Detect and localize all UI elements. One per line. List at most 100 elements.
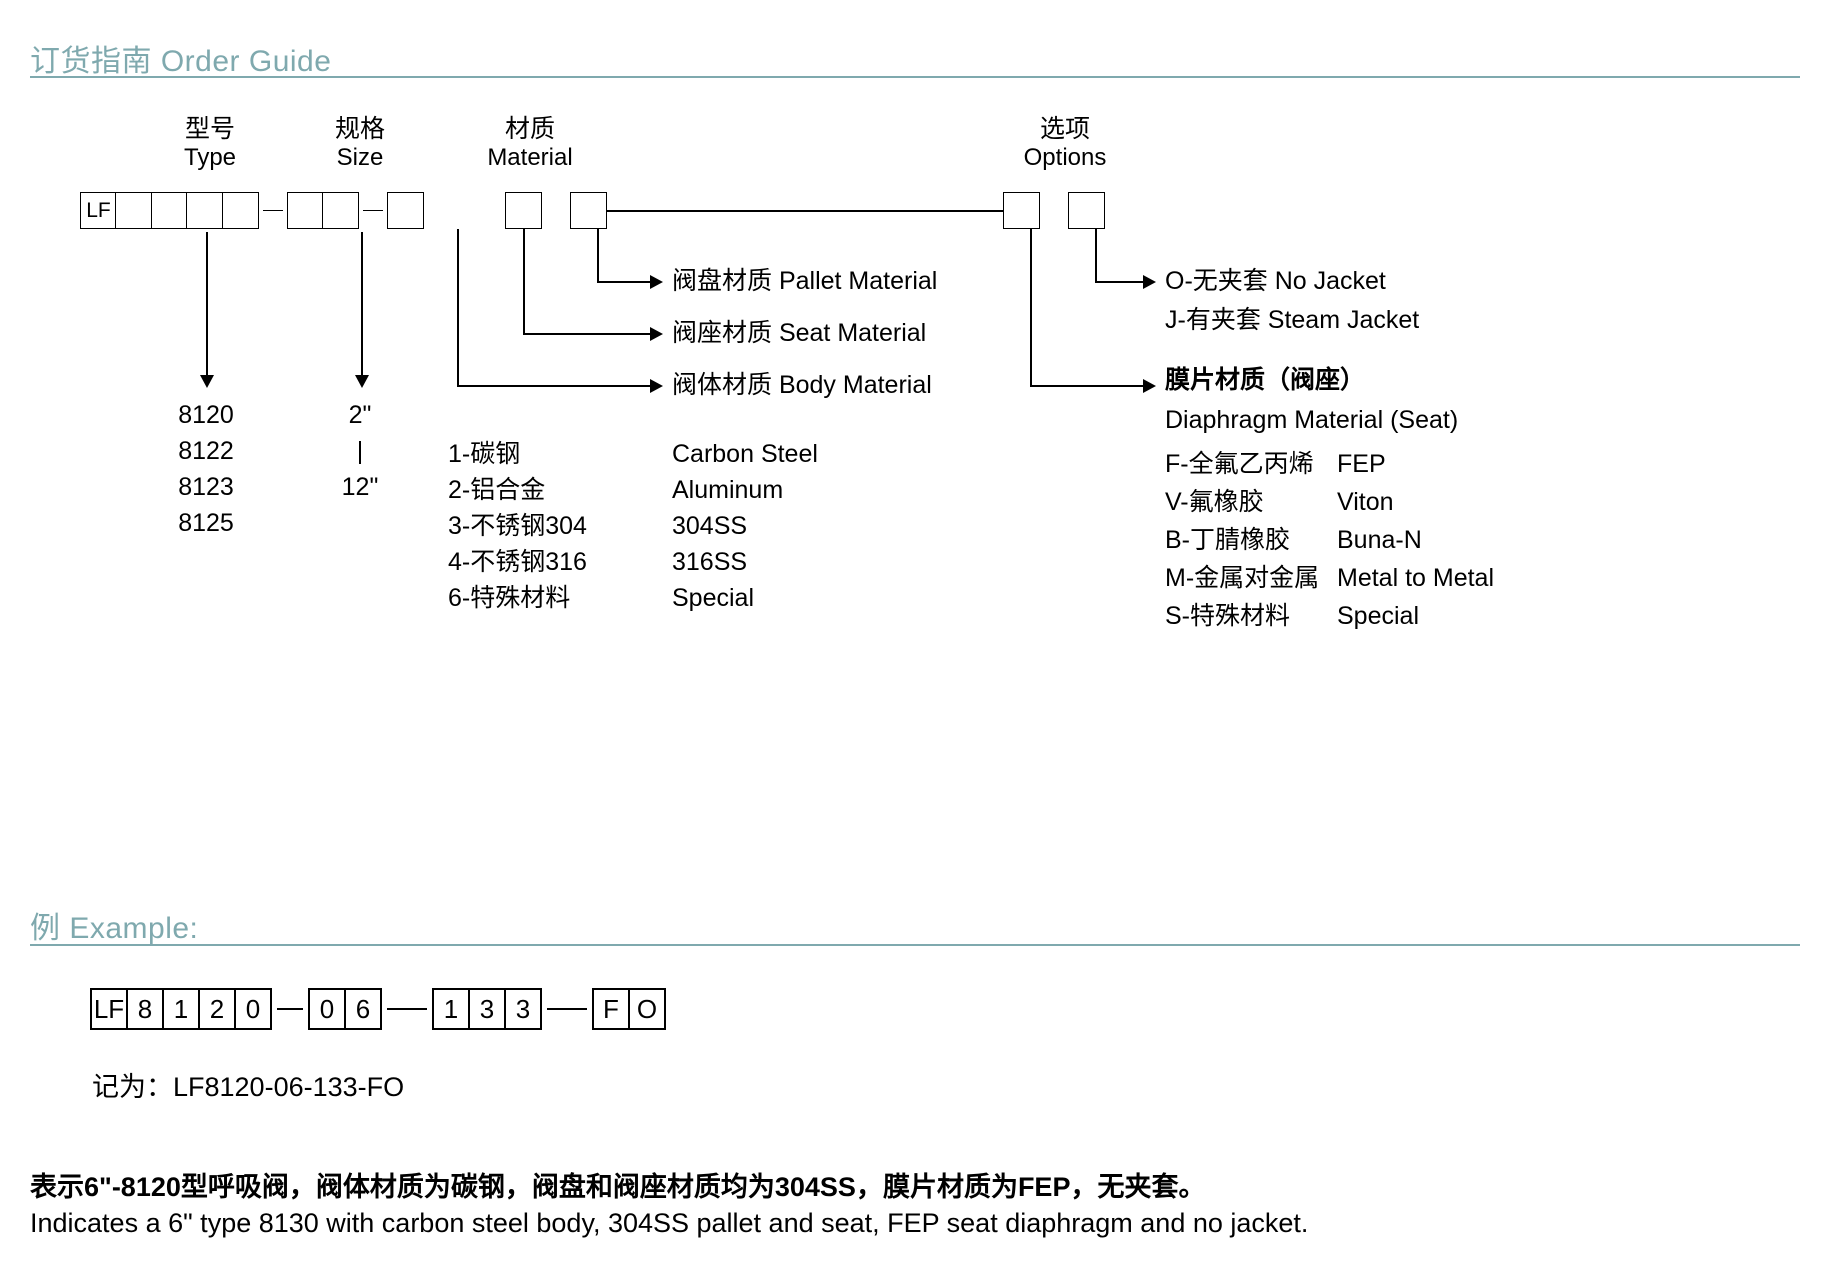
body-leader-vline [457, 229, 459, 387]
diaphragm-code-3: M-金属对金属 [1165, 564, 1320, 592]
example-cell-g4-0[interactable]: F [592, 988, 630, 1030]
material-en-4: Special [672, 584, 754, 612]
diaphragm-leader-arrow [1143, 379, 1156, 393]
diaphragm-material-box[interactable] [1003, 192, 1040, 229]
header-size-en: Size [336, 143, 384, 171]
size-box-group [286, 192, 360, 229]
seat-material-box[interactable] [505, 192, 542, 229]
example-cell-g3-0[interactable]: 1 [432, 988, 470, 1030]
material-code-0: 1-碳钢 [448, 440, 521, 468]
diaphragm-code-1: V-氟橡胶 [1165, 488, 1264, 516]
footer-description-cn: 表示6"-8120型呼吸阀，阀体材质为碳钢，阀盘和阀座材质均为304SS，膜片材… [30, 1172, 1206, 1202]
option-no-jacket: O-无夹套 No Jacket [1165, 267, 1386, 295]
example-cell-g4-1[interactable]: O [628, 988, 666, 1030]
type-cell-3[interactable] [186, 192, 224, 229]
example-group-3: 1 3 3 [432, 988, 542, 1030]
example-cell-g1-4[interactable]: 0 [234, 988, 272, 1030]
pallet-leader-hline [597, 281, 652, 283]
code-box-row: LF [80, 192, 425, 229]
material-code-2: 3-不锈钢304 [448, 512, 587, 540]
example-dash-3 [547, 1008, 587, 1010]
material-en-1: Aluminum [672, 476, 784, 504]
header-type: 型号 Type [140, 115, 280, 171]
material-en-0: Carbon Steel [672, 440, 818, 468]
material-en-3: 316SS [672, 548, 748, 576]
example-note: 记为：LF8120-06-133-FO [92, 1072, 405, 1102]
diaphragm-en-1: Viton [1337, 488, 1394, 516]
jacket-leader-hline [1095, 281, 1145, 283]
type-cell-4[interactable] [221, 192, 259, 229]
type-cell-0[interactable]: LF [80, 192, 117, 229]
body-material-box[interactable] [387, 192, 425, 229]
example-cell-g2-0[interactable]: 0 [308, 988, 346, 1030]
jacket-leader-arrow [1143, 275, 1156, 289]
diaphragm-code-4: S-特殊材料 [1165, 602, 1291, 630]
pallet-leader-arrow [650, 275, 663, 289]
example-cell-g3-1[interactable]: 3 [468, 988, 506, 1030]
jacket-leader-vline [1095, 229, 1097, 283]
example-dash-2 [387, 1008, 427, 1010]
header-size-cn: 规格 [334, 115, 385, 143]
material-code-4: 6-特殊材料 [448, 584, 571, 612]
example-box-row: LF 8 1 2 0 0 6 1 3 3 F O [90, 988, 666, 1030]
example-cell-g3-2[interactable]: 3 [504, 988, 542, 1030]
diaphragm-code-0: F-全氟乙丙烯 [1165, 450, 1314, 478]
jacket-option-box[interactable] [1068, 192, 1105, 229]
footer-description-en: Indicates a 6" type 8130 with carbon ste… [30, 1208, 1309, 1238]
material-en-2: 304SS [672, 512, 748, 540]
diaphragm-code-2: B-丁腈橡胶 [1165, 526, 1291, 554]
diaphragm-leader-hline [1030, 385, 1145, 387]
size-value-top: 2" [348, 401, 372, 429]
header-material: 材质 Material [450, 115, 610, 171]
example-cell-g1-3[interactable]: 2 [198, 988, 236, 1030]
example-group-4: F O [592, 988, 666, 1030]
type-value-0: 8120 [178, 401, 234, 429]
type-value-3: 8125 [178, 509, 234, 537]
header-options-cn: 选项 [1039, 115, 1090, 143]
diaphragm-title-en: Diaphragm Material (Seat) [1165, 406, 1459, 434]
type-down-arrow [200, 375, 214, 388]
example-dash-1 [277, 1008, 303, 1010]
example-cell-g1-0[interactable]: LF [90, 988, 128, 1030]
example-cell-g1-2[interactable]: 1 [162, 988, 200, 1030]
type-down-line [206, 232, 208, 378]
header-material-cn: 材质 [504, 115, 555, 143]
material-code-1: 2-铝合金 [448, 476, 546, 504]
callout-body-material: 阀体材质 Body Material [672, 371, 932, 399]
example-cell-g1-1[interactable]: 8 [126, 988, 164, 1030]
pallet-leader-vline [597, 229, 599, 283]
body-leader-hline [457, 385, 652, 387]
separator-dash-2 [363, 209, 384, 212]
diaphragm-en-2: Buna-N [1337, 526, 1422, 554]
callout-seat-material: 阀座材质 Seat Material [672, 319, 927, 347]
example-title: 例 Example: [30, 912, 199, 945]
header-material-en: Material [487, 143, 573, 171]
diaphragm-leader-vline [1030, 229, 1032, 387]
option-steam-jacket: J-有夹套 Steam Jacket [1165, 306, 1420, 334]
header-options: 选项 Options [985, 115, 1145, 171]
diaphragm-en-4: Special [1337, 602, 1419, 630]
header-options-en: Options [1023, 143, 1107, 171]
size-down-arrow [355, 375, 369, 388]
separator-dash-1 [262, 209, 283, 212]
pallet-material-box[interactable] [570, 192, 607, 229]
size-value-connector: | [356, 437, 364, 465]
options-connector-line [607, 210, 1005, 212]
header-type-en: Type [183, 143, 237, 171]
body-leader-arrow [650, 379, 663, 393]
example-cell-g2-1[interactable]: 6 [344, 988, 382, 1030]
example-group-2: 0 6 [308, 988, 382, 1030]
callout-pallet-material: 阀盘材质 Pallet Material [672, 267, 938, 295]
size-cell-0[interactable] [286, 192, 324, 229]
order-guide-title: 订货指南 Order Guide [30, 45, 332, 78]
diaphragm-title-cn: 膜片材质（阀座） [1165, 366, 1366, 394]
header-size: 规格 Size [295, 115, 425, 171]
type-value-2: 8123 [178, 473, 234, 501]
order-guide-rule [30, 76, 1800, 78]
example-group-1: LF 8 1 2 0 [90, 988, 272, 1030]
size-value-bottom: 12" [341, 473, 379, 501]
size-down-line [361, 232, 363, 378]
type-cell-2[interactable] [150, 192, 188, 229]
size-cell-1[interactable] [322, 192, 360, 229]
type-cell-1[interactable] [115, 192, 153, 229]
